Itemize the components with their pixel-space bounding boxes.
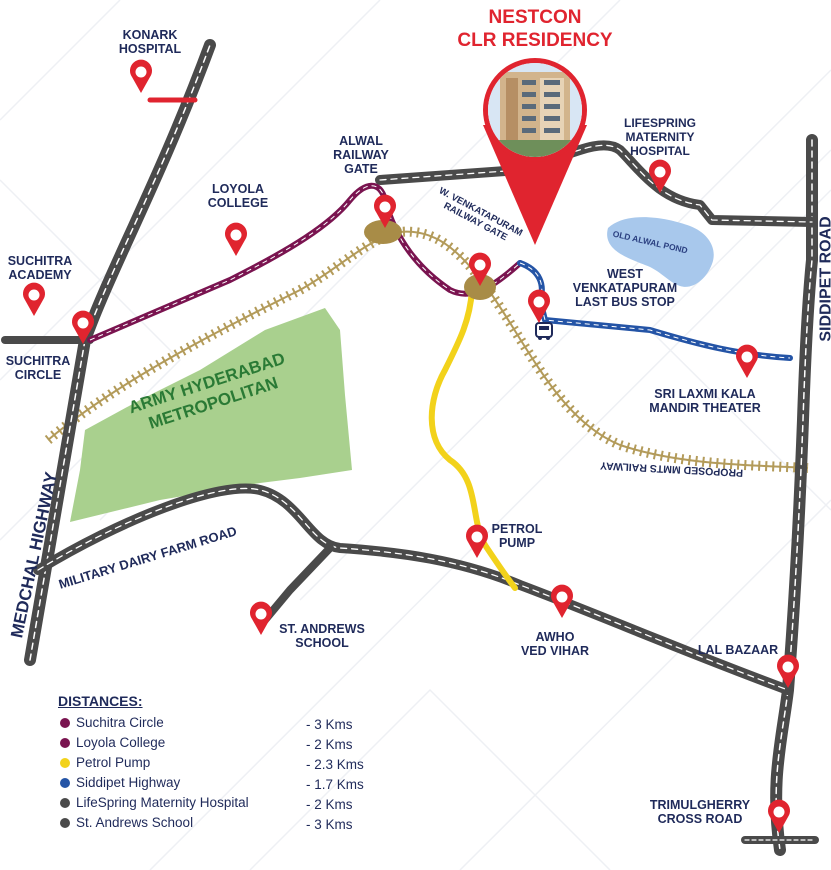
project-title-line2: CLR RESIDENCY bbox=[457, 30, 613, 51]
legend-name: LifeSpring Maternity Hospital bbox=[76, 795, 249, 810]
route-petrol-pump bbox=[428, 287, 518, 591]
legend-dot bbox=[60, 738, 70, 748]
military-dairy-farm-road bbox=[33, 483, 793, 695]
legend-name: St. Andrews School bbox=[76, 815, 194, 830]
pin-petrol-pump bbox=[466, 524, 489, 558]
pin-konark-hospital bbox=[130, 59, 152, 93]
legend-name: Petrol Pump bbox=[76, 755, 151, 770]
pin-trimulgherry-cross-road bbox=[768, 799, 790, 833]
project-pin bbox=[483, 58, 587, 245]
old-alwal-pond bbox=[607, 217, 714, 287]
legend-distance: - 2 Kms bbox=[306, 737, 353, 752]
pin-w-venkatapuram-railway-gate bbox=[469, 252, 492, 286]
legend-distance: - 2.3 Kms bbox=[306, 757, 364, 772]
legend-distance: - 3 Kms bbox=[306, 717, 353, 732]
legend-row: Suchitra Circle - 3 Kms bbox=[58, 715, 388, 733]
project-title-line1: NESTCON bbox=[488, 7, 582, 28]
building-photo-icon bbox=[488, 63, 582, 157]
pin-lal-bazaar bbox=[777, 654, 799, 688]
pin-alwal-railway-gate bbox=[374, 194, 396, 228]
bus-icon bbox=[535, 322, 553, 340]
label-siddipet-road: SIDDIPET ROAD bbox=[817, 216, 831, 342]
w-venkatapuram-gate-marker bbox=[464, 274, 496, 300]
pin-st-andrews-school bbox=[250, 601, 272, 635]
pin-sri-laxmi-kala-mandir-theater bbox=[735, 344, 758, 378]
siddipet-road bbox=[770, 134, 818, 856]
project-title: NESTCON CLR RESIDENCY bbox=[420, 6, 650, 52]
pin-suchitra-circle bbox=[72, 310, 94, 344]
legend-distance: - 2 Kms bbox=[306, 797, 353, 812]
alwal-railway-gate-marker bbox=[364, 220, 402, 244]
legend-dot bbox=[60, 798, 70, 808]
pin-lifespring-maternity-hospital bbox=[649, 159, 671, 193]
legend-row: St. Andrews School - 3 Kms bbox=[58, 815, 388, 833]
proposed-mmts-railway bbox=[44, 226, 809, 473]
legend-dot bbox=[60, 778, 70, 788]
st-andrews-branch-road bbox=[261, 544, 334, 624]
legend-distance: - 3 Kms bbox=[306, 817, 353, 832]
legend-row: Loyola College - 2 Kms bbox=[58, 735, 388, 753]
legend-name: Loyola College bbox=[76, 735, 166, 750]
pin-awho-ved-vihar bbox=[551, 584, 573, 618]
pin-west-venkatapuram-last-bus-stop bbox=[528, 289, 550, 323]
legend-row: Petrol Pump - 2.3 Kms bbox=[58, 755, 388, 773]
legend-name: Siddipet Highway bbox=[76, 775, 181, 790]
legend-row: LifeSpring Maternity Hospital - 2 Kms bbox=[58, 795, 388, 813]
legend-row: Siddipet Highway - 1.7 Kms bbox=[58, 775, 388, 793]
pin-suchitra-academy bbox=[23, 282, 45, 316]
pin-loyola-college bbox=[225, 222, 247, 256]
army-area bbox=[70, 308, 352, 522]
legend-dot bbox=[60, 718, 70, 728]
label-lal-bazaar: LAL BAZAAR bbox=[697, 643, 779, 657]
legend-distance: - 1.7 Kms bbox=[306, 777, 364, 792]
legend-dot bbox=[60, 818, 70, 828]
legend-title: DISTANCES: bbox=[58, 693, 143, 709]
legend-dot bbox=[60, 758, 70, 768]
legend-name: Suchitra Circle bbox=[76, 715, 164, 730]
distances-legend: DISTANCES: Suchitra Circle - 3 Kms Loyol… bbox=[58, 693, 388, 843]
